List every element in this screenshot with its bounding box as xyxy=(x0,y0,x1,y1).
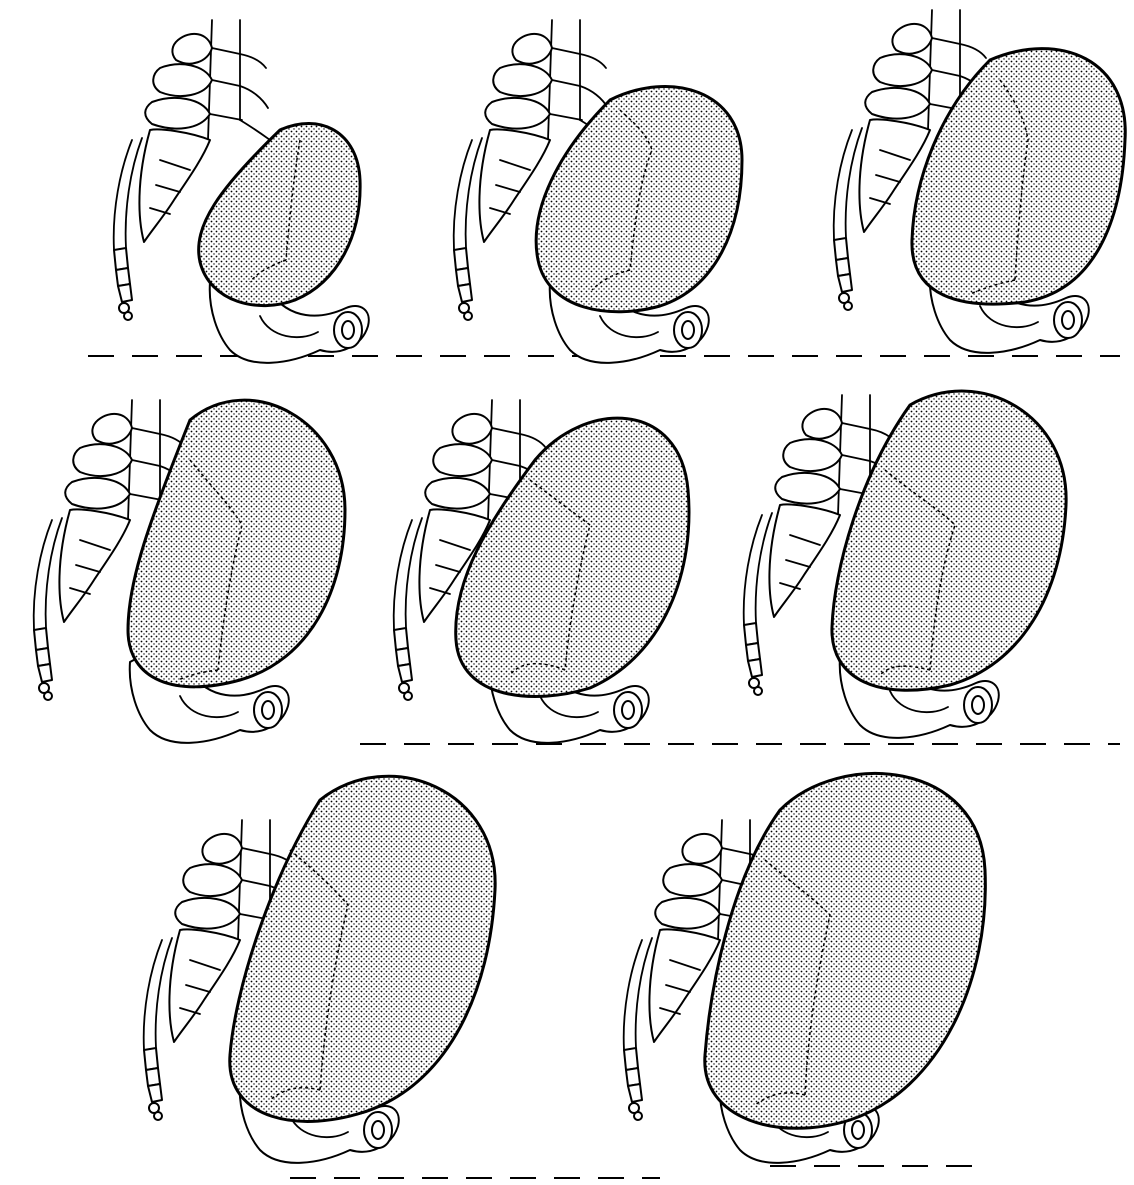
stage-7-illustration xyxy=(144,776,495,1163)
stage-5-illustration xyxy=(394,400,689,743)
stage-3-illustration xyxy=(834,10,1126,353)
organ-shape xyxy=(705,774,986,1129)
stage-2-illustration xyxy=(454,20,742,363)
organ-shape xyxy=(912,49,1125,304)
stage-8-illustration xyxy=(624,774,986,1163)
stage-4-illustration xyxy=(34,400,345,743)
organ-shape xyxy=(199,123,360,305)
organ-shape xyxy=(832,391,1066,690)
stage-6-illustration xyxy=(744,391,1066,738)
stage-1-illustration xyxy=(114,20,369,363)
